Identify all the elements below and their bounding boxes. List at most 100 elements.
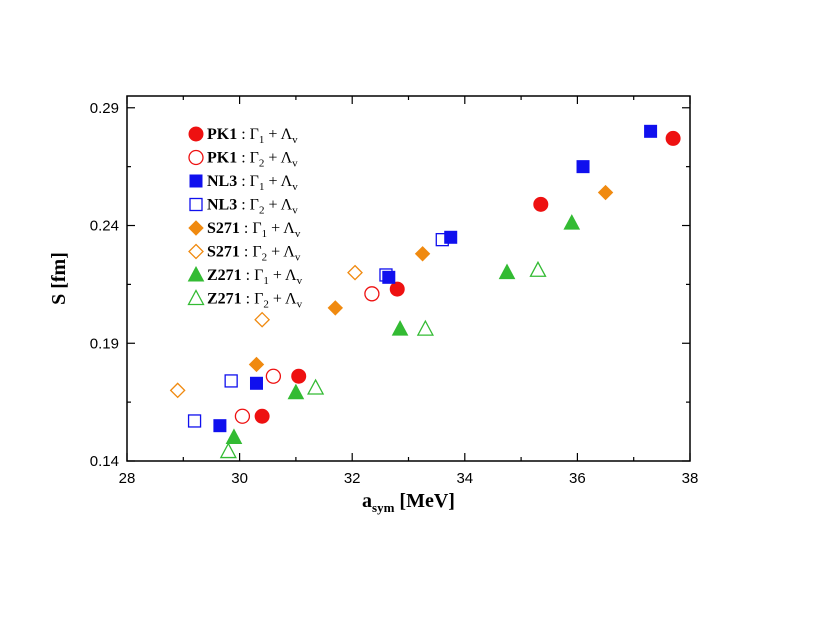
point-pk1-gamma2	[234, 408, 251, 424]
point-pk1-gamma2	[265, 368, 282, 384]
x-tick-label: 34	[456, 470, 473, 487]
legend-marker	[188, 126, 204, 142]
legend-marker	[188, 243, 204, 260]
legend-formula: : Γ	[242, 291, 264, 308]
legend-entry: S271 : Γ2 + Λv	[207, 244, 301, 264]
legend-series-name: Z271	[207, 291, 242, 308]
point-pk1-gamma1	[533, 196, 549, 212]
point-pk1-gamma1	[389, 281, 405, 297]
y-tick-label: 0.19	[90, 335, 119, 352]
point-nl3-gamma1	[644, 124, 658, 138]
legend-entry: Z271 : Γ1 + Λv	[207, 267, 303, 287]
x-tick-label: 30	[231, 470, 248, 487]
legend-gamma-sub: 2	[263, 299, 269, 311]
legend-lambda-sub: v	[295, 252, 301, 264]
y-tick-label: 0.24	[90, 218, 119, 235]
legend-lambda-sub: v	[297, 299, 303, 311]
legend-gamma-sub: 1	[262, 228, 268, 240]
x-axis-label-sub: sym	[372, 500, 395, 515]
legend-series-name: S271	[207, 220, 240, 237]
y-axis-label: S [fm]	[48, 252, 70, 305]
legend-formula: + Λ	[264, 126, 292, 143]
legend-formula: : Γ	[237, 197, 259, 214]
x-axis-label-unit: [MeV]	[394, 490, 455, 512]
legend-series-name: PK1	[207, 150, 237, 167]
x-tick-label: 28	[119, 470, 136, 487]
point-z271-gamma2	[219, 442, 237, 459]
point-z271-gamma2	[416, 319, 434, 336]
point-s271-gamma1	[597, 184, 614, 201]
legend-lambda-sub: v	[292, 158, 298, 170]
plot-frame	[126, 95, 691, 462]
legend-series-name: S271	[207, 244, 240, 261]
point-nl3-gamma2	[187, 414, 202, 428]
point-nl3-gamma2	[224, 374, 238, 388]
legend-formula: + Λ	[264, 150, 292, 167]
legend-entry: NL3 : Γ1 + Λv	[207, 173, 298, 193]
legend-formula: : Γ	[240, 220, 262, 237]
legend-marker	[187, 265, 205, 282]
axis-ticks: 28 30 32 34 36 38 0.14 0.19 0.24 0.29	[90, 96, 699, 487]
point-s271-gamma2	[254, 311, 271, 328]
legend-series-name: Z271	[207, 267, 242, 284]
point-nl3-gamma2	[435, 232, 449, 247]
legend-marker	[188, 220, 204, 236]
legend-marker	[189, 197, 203, 212]
point-s271-gamma1	[414, 246, 431, 262]
point-z271-gamma2	[529, 260, 547, 277]
legend-formula: + Λ	[264, 197, 292, 214]
point-pk1-gamma2	[364, 286, 380, 302]
legend-entry: NL3 : Γ2 + Λv	[207, 197, 298, 217]
point-z271-gamma1	[391, 320, 409, 336]
point-s271-gamma2	[169, 382, 186, 399]
legend-gamma-sub: 2	[262, 252, 268, 264]
legend-gamma-sub: 2	[259, 158, 265, 170]
legend-formula: : Γ	[240, 244, 262, 261]
point-z271-gamma1	[287, 383, 305, 400]
point-s271-gamma1	[248, 356, 265, 373]
legend-series-name: NL3	[207, 173, 237, 190]
legend-lambda-sub: v	[297, 275, 303, 287]
legend-formula: : Γ	[237, 126, 259, 143]
x-tick-label: 32	[344, 470, 361, 487]
legend-gamma-sub: 2	[259, 205, 265, 217]
legend-formula: + Λ	[267, 244, 295, 261]
legend-lambda-sub: v	[292, 205, 298, 217]
y-tick-label: 0.29	[90, 100, 119, 117]
legend-gamma-sub: 1	[259, 181, 265, 193]
legend-entry: PK1 : Γ2 + Λv	[207, 150, 298, 170]
legend-lambda-sub: v	[295, 228, 301, 240]
legend-formula: + Λ	[269, 291, 297, 308]
legend-formula: : Γ	[237, 173, 259, 190]
legend-entry: S271 : Γ1 + Λv	[207, 220, 301, 240]
point-z271-gamma2	[307, 378, 325, 395]
legend-entry: PK1 : Γ1 + Λv	[207, 126, 298, 146]
legend-formula: : Γ	[242, 267, 264, 284]
point-pk1-gamma1	[291, 368, 307, 384]
legend-marker	[189, 174, 203, 188]
legend-formula: : Γ	[237, 150, 259, 167]
y-tick-label: 0.14	[90, 453, 119, 470]
x-tick-label: 38	[682, 470, 699, 487]
point-nl3-gamma1	[213, 419, 227, 433]
data-points	[169, 124, 681, 459]
legend-marker	[188, 149, 204, 166]
legend-formula: + Λ	[264, 173, 292, 190]
point-pk1-gamma1	[254, 408, 270, 424]
legend-gamma-sub: 1	[263, 275, 269, 287]
legend-lambda-sub: v	[292, 134, 298, 146]
legend-lambda-sub: v	[292, 181, 298, 193]
legend-formula: + Λ	[267, 220, 295, 237]
legend-formula: + Λ	[269, 267, 297, 284]
point-nl3-gamma2	[379, 268, 393, 282]
legend-marker	[187, 289, 205, 306]
x-axis-label: asym [MeV]	[362, 490, 455, 515]
point-s271-gamma2	[347, 264, 363, 281]
point-nl3-gamma1	[249, 376, 263, 390]
point-pk1-gamma1	[665, 130, 681, 146]
legend-gamma-sub: 1	[259, 134, 265, 146]
x-tick-label: 36	[569, 470, 586, 487]
legend-series-name: PK1	[207, 126, 237, 143]
